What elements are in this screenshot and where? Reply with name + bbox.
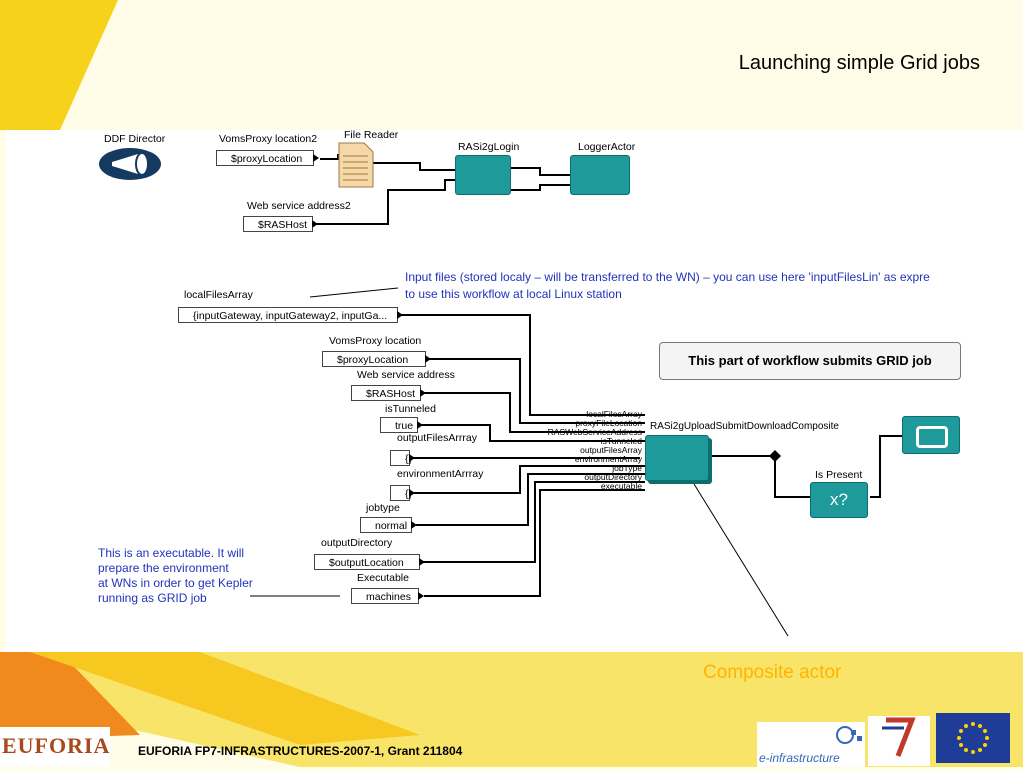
login-actor-label: RASi2gLogin: [458, 141, 520, 153]
voms-proxy2-value: $proxyLocation: [231, 153, 303, 165]
param-label-voms-proxy: VomsProxy location: [329, 335, 422, 347]
param-label-output-files: outputFilesArrray: [397, 432, 477, 444]
ddf-director-icon[interactable]: [98, 146, 162, 182]
param-value-local-files: {inputGateway, inputGateway2, inputGa...: [193, 310, 388, 322]
param-label-environment: environmentArrray: [397, 468, 484, 480]
rasi2g-login-actor[interactable]: [455, 155, 511, 195]
is-present-label: Is Present: [815, 469, 863, 481]
param-label-local-files: localFilesArray: [184, 289, 253, 301]
composite-name: RASi2gUploadSubmitDownloadComposite: [650, 421, 839, 432]
param-value-web-service: $RASHost: [366, 388, 416, 400]
param-output-files[interactable]: {}: [390, 450, 415, 466]
yellow-swoosh-top: [0, 0, 118, 130]
param-jobtype[interactable]: normal: [360, 517, 417, 533]
fp7-icon: [882, 717, 916, 757]
logger-actor-label: LoggerActor: [578, 141, 636, 153]
voms-proxy2-param[interactable]: $proxyLocation: [216, 150, 319, 166]
param-label-output-directory: outputDirectory: [321, 537, 393, 549]
slide-title: Launching simple Grid jobs: [738, 52, 980, 74]
footer-text: EUFORIA FP7-INFRASTRUCTURES-2007-1, Gran…: [138, 744, 463, 758]
eu-stars-icon: [957, 722, 989, 754]
display-actor[interactable]: [902, 416, 960, 454]
param-value-is-tunneled: true: [395, 420, 414, 432]
web-service2-param[interactable]: $RASHost: [243, 216, 318, 232]
param-value-voms-proxy: $proxyLocation: [337, 354, 409, 366]
param-value-jobtype: normal: [375, 520, 408, 532]
param-label-web-service: Web service address: [357, 369, 455, 381]
executable-note-line4: running as GRID job: [98, 591, 207, 605]
orange-swoosh-bottom: [0, 652, 140, 740]
e-infrastructure-text: e-infrastructure: [759, 751, 840, 765]
port-is-tunneled: isTunneled: [600, 436, 642, 446]
param-label-jobtype: jobtype: [366, 502, 400, 514]
voms-proxy2-label: VomsProxy location2: [219, 133, 318, 145]
euforia-logo-text: EUFORIA: [2, 733, 111, 758]
param-output-directory[interactable]: $outputLocation: [314, 554, 425, 570]
input-files-note-line1: Input files (stored localy – will be tra…: [405, 270, 930, 284]
logger-actor[interactable]: [570, 155, 630, 195]
executable-note-line2: prepare the environment: [98, 561, 229, 575]
param-label-executable: Executable: [357, 572, 409, 584]
file-reader-label: File Reader: [344, 129, 399, 141]
param-voms-proxy[interactable]: $proxyLocation: [322, 351, 431, 367]
executable-note-line3: at WNs in order to get Kepler: [98, 576, 253, 590]
port-output-directory: outputDirectory: [584, 472, 642, 482]
port-ras-web-service: RASWebServiceAddress: [547, 427, 642, 437]
param-value-environment: {}: [405, 488, 413, 500]
composite-actor[interactable]: [645, 435, 709, 481]
port-proxy-file: proxyFileLocation: [575, 418, 642, 428]
port-output-files: outputFilesArray: [580, 445, 642, 455]
input-files-note-line2: to use this workflow at local Linux stat…: [405, 287, 622, 301]
param-value-executable: machines: [366, 591, 411, 603]
workflow-panel: [6, 130, 1023, 652]
display-icon: [916, 426, 948, 448]
executable-note-line1: This is an executable. It will: [98, 546, 245, 560]
web-service2-label: Web service address2: [247, 200, 351, 212]
eu-flag-logo: [936, 713, 1010, 763]
param-web-service[interactable]: $RASHost: [351, 385, 426, 401]
param-local-files[interactable]: {inputGateway, inputGateway2, inputGa...: [178, 307, 403, 323]
composite-actor-label: Composite actor: [703, 662, 842, 683]
yellow-swoosh-bottom: [30, 652, 420, 745]
e-infrastructure-logo: e-infrastructure: [757, 722, 865, 767]
param-environment[interactable]: {}: [390, 485, 415, 501]
director-label: DDF Director: [104, 133, 166, 145]
port-job-type: jobType: [612, 463, 642, 473]
param-is-tunneled[interactable]: true: [380, 417, 423, 433]
submit-note: This part of workflow submits GRID job: [659, 342, 961, 380]
file-reader-icon[interactable]: [338, 142, 374, 188]
is-present-actor[interactable]: x?: [810, 482, 868, 518]
euforia-logo: EUFORIA: [0, 727, 110, 767]
relation-diamond: [769, 450, 781, 462]
param-value-output-files: {}: [405, 453, 413, 465]
e-infrastructure-icon: [836, 726, 862, 744]
fp7-logo: [868, 716, 930, 766]
param-label-is-tunneled: isTunneled: [385, 403, 436, 415]
web-service2-value: $RASHost: [258, 219, 308, 231]
param-value-output-directory: $outputLocation: [329, 557, 404, 569]
port-executable: executable: [600, 481, 642, 491]
port-local-files: localFilesArray: [586, 409, 642, 419]
param-executable[interactable]: machines: [351, 588, 424, 604]
port-environment: environmentArray: [574, 454, 642, 464]
